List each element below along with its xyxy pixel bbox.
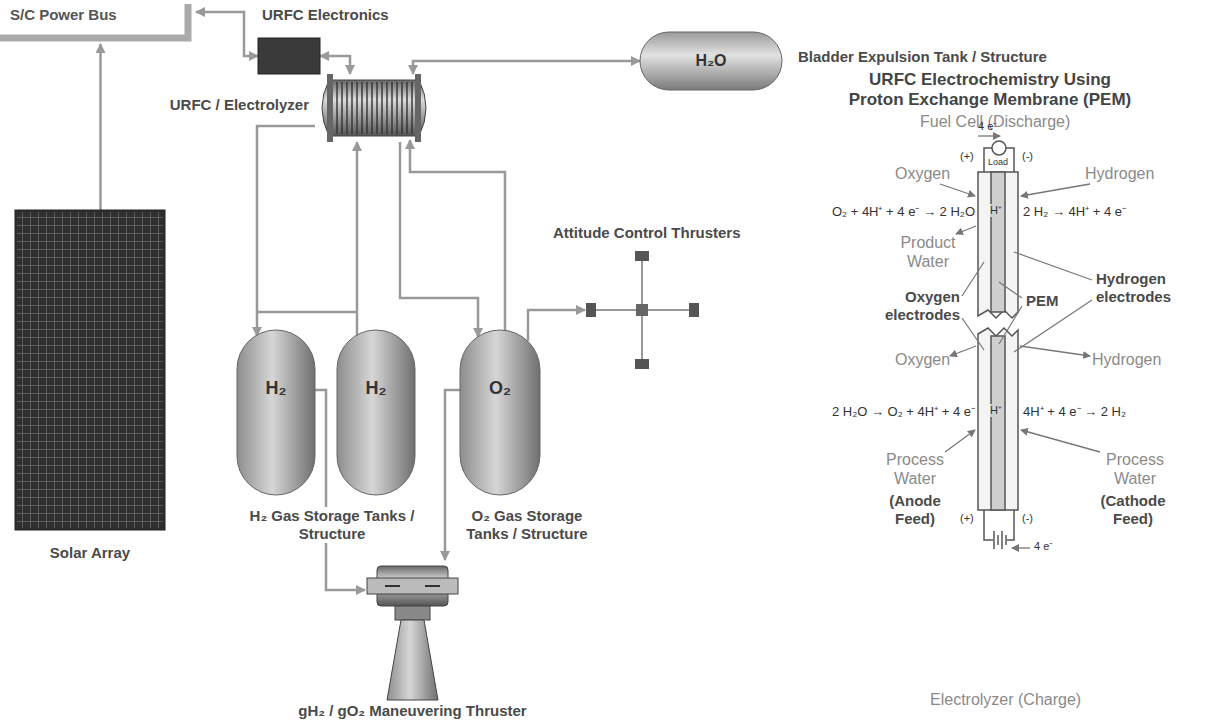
- figure-label: 4 e⁻: [1034, 540, 1053, 553]
- figure-label: Oxygen electrodes: [872, 288, 960, 324]
- node-shape: [315, 74, 433, 142]
- figure-label: (-): [1022, 512, 1033, 525]
- pem-cell: [978, 141, 1018, 549]
- figure-label: H⁺: [990, 204, 1002, 217]
- figure-label: O₂ + 4H⁺ + 4 e⁻ → 2 H₂O: [832, 204, 975, 220]
- node-label: URFC Electronics: [262, 6, 389, 24]
- figure-label: 2 H₂ → 4H⁺ + 4 e⁻: [1023, 204, 1126, 220]
- figure-label: Process Water: [880, 450, 950, 488]
- figure-label: (Anode Feed): [885, 492, 945, 528]
- figure-label: (+): [960, 512, 974, 525]
- node-label: Bladder Expulsion Tank / Structure: [798, 48, 1047, 66]
- figure-label: Oxygen: [895, 350, 950, 369]
- leader-lines: [962, 252, 1092, 352]
- node-label: O₂ Gas Storage Tanks / Structure: [452, 507, 602, 543]
- node-shape: [237, 330, 315, 495]
- node-label: H₂O: [640, 51, 782, 70]
- figure-label: Hydrogen: [1092, 350, 1161, 369]
- node-label: S/C Power Bus: [10, 6, 117, 24]
- figure-label: Hydrogen electrodes: [1096, 270, 1196, 306]
- node-label: O₂: [460, 378, 540, 400]
- water-tank: H₂OBladder Expulsion Tank / Structure: [640, 32, 782, 90]
- figure-label: H⁺: [990, 404, 1002, 417]
- hydrogen-tank: H₂: [337, 330, 415, 495]
- solar-array: Solar Array: [15, 210, 165, 530]
- node-label: Attitude Control Thrusters: [553, 224, 741, 242]
- flow-line: [99, 44, 102, 210]
- node-shape: [585, 250, 700, 370]
- flow-line: [196, 12, 258, 56]
- figure-label: PEM: [1026, 292, 1059, 310]
- flow-line: [320, 56, 350, 74]
- node-shape: [365, 560, 460, 700]
- node-shape: [258, 38, 320, 74]
- figure-label: URFC Electrochemistry Using Proton Excha…: [840, 70, 1140, 111]
- flow-line: [356, 142, 359, 336]
- node-label: H₂: [337, 378, 415, 400]
- node-shape: [15, 210, 165, 530]
- figure-label: 2 H₂O → O₂ + 4H⁺ + 4 e⁻: [832, 404, 975, 420]
- hydrogen-manifold: [257, 311, 357, 314]
- figure-label: Hydrogen: [1085, 164, 1154, 183]
- figure-label: Oxygen: [895, 164, 950, 183]
- hydrogen-tank: H₂: [237, 330, 315, 495]
- node-shape: [460, 330, 540, 495]
- figure-label: (-): [1022, 150, 1033, 163]
- figure-label: Electrolyzer (Charge): [930, 690, 1081, 709]
- figure-label: Product Water: [900, 233, 956, 271]
- flow-line: [528, 310, 585, 341]
- flow-line: [445, 390, 460, 560]
- power-bus: S/C Power Bus: [0, 2, 192, 46]
- node-shape: [337, 330, 415, 495]
- maneuvering-thruster: gH₂ / gO₂ Maneuvering Thruster: [365, 560, 460, 700]
- oxygen-tank: O₂O₂ Gas Storage Tanks / Structure: [460, 330, 540, 495]
- leader-arrows: [940, 136, 1100, 548]
- figure-label: 4 e⁻: [978, 120, 997, 133]
- node-label: gH₂ / gO₂ Maneuvering Thruster: [298, 702, 526, 720]
- figure-label: (Cathode Feed): [1098, 492, 1168, 528]
- urfc-stack: URFC / Electrolyzer: [315, 74, 433, 142]
- node-label: Solar Array: [15, 544, 165, 562]
- figure-label: H₂ Gas Storage Tanks / Structure: [237, 507, 427, 543]
- flow-line: [410, 140, 505, 331]
- thruster-cluster: Attitude Control Thrusters: [585, 250, 700, 370]
- figure-label: (+): [960, 150, 974, 163]
- flow-line: [413, 61, 640, 74]
- flow-line: [257, 126, 315, 336]
- figure-label: Process Water: [1100, 450, 1170, 488]
- figure-label: 4H⁺ + 4 e⁻ → 2 H₂: [1023, 404, 1126, 420]
- node-label: URFC / Electrolyzer: [170, 96, 309, 114]
- figure-label: Load: [988, 157, 1008, 168]
- node-label: H₂: [237, 378, 315, 400]
- electronics-box: URFC Electronics: [258, 38, 320, 74]
